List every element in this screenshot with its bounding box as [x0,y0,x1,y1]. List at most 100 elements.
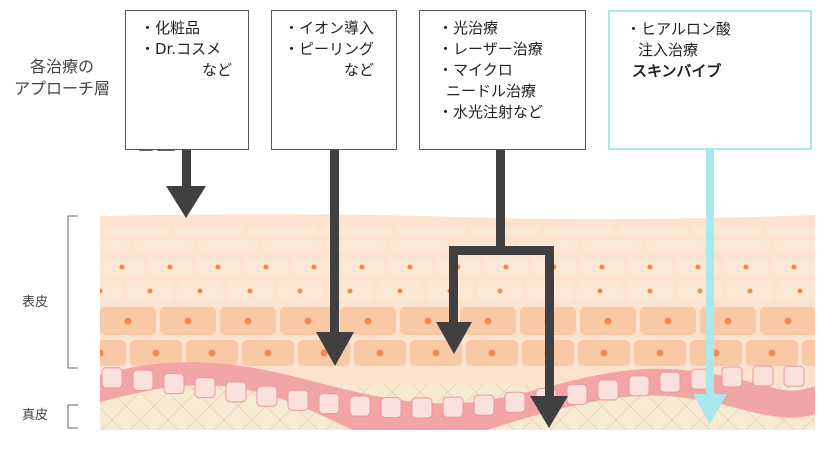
epidermis-cell [646,240,706,252]
cell-nucleus [407,264,413,270]
cell-nucleus [825,350,832,357]
cell-nucleus [247,288,253,294]
cell-nucleus [376,349,384,357]
layer-label-dermis: 真皮 [22,408,49,423]
box-skinvive-line-1: ・ヒアルロン酸 [626,20,731,38]
cell-nucleus [784,317,792,325]
epidermis-cell [134,240,194,252]
cell-nucleus [647,264,653,270]
cell-nucleus [215,264,221,270]
cell-nucleus [747,288,753,294]
side-title-line-2: アプローチ層 [13,79,110,98]
cell-nucleus [347,288,353,294]
cell-nucleus [712,349,720,357]
arrows [166,150,727,428]
basal-cell [287,389,309,411]
basal-cell [225,381,247,403]
box-light-line-4: ニードル治療 [446,82,537,100]
box-light-line-5: ・水光注射など [438,103,544,121]
box-light-line-3: ・マイクロ [438,61,513,79]
cell-nucleus [488,349,496,357]
epidermis-cell [100,281,123,301]
epidermis-cell [198,240,258,252]
cell-nucleus [124,317,132,325]
cell-nucleus [432,349,440,357]
layer-label-epidermis: 表皮 [22,295,49,310]
box-ion-line-3: など [344,61,375,79]
cell-nucleus [791,264,797,270]
cell-nucleus [119,264,125,270]
basal-cell [473,394,495,416]
cell-nucleus [297,288,303,294]
basal-cell [256,385,278,407]
cell-nucleus [497,288,503,294]
basal-cell [101,367,123,389]
epidermis-cell [326,240,386,252]
epidermis-cell [774,240,815,252]
cell-nucleus [743,264,749,270]
basal-cell [566,383,588,405]
cell-nucleus [503,264,509,270]
epidermis-bracket [67,215,78,369]
epidermis-cell [322,226,392,236]
epidermis-cell [827,281,837,301]
epidermis-cell [248,226,318,236]
box-ion: ・イオン導入 ・ピーリング など [271,10,397,150]
epidermis-cell [692,226,762,236]
cell-nucleus [647,288,653,294]
cell-nucleus [147,288,153,294]
basal-cell [132,369,154,391]
epidermis-cell [100,240,130,252]
box-ion-line-1: ・イオン導入 [284,19,375,37]
cell-nucleus [311,264,317,270]
epidermis-cell [390,240,450,252]
arrow-ion [316,150,354,366]
basal-cell [163,373,185,395]
basal-cell [318,393,340,415]
cell-nucleus [797,288,803,294]
box-cosmetics: ・化粧品 ・Dr.コスメ など [125,10,249,150]
epidermis-cell [802,340,815,366]
cell-nucleus [599,264,605,270]
cell-nucleus [600,349,608,357]
cell-nucleus [597,288,603,294]
box-skinvive-line-2: 注入治療 [638,41,699,59]
cell-nucleus [664,317,672,325]
cell-nucleus [100,288,103,294]
basal-cell [380,397,402,419]
epidermis-cell [766,226,815,236]
epidermis-cell [396,226,466,236]
basal-cell [194,377,216,399]
arrow-cosmetics [166,150,206,218]
cell-nucleus [167,264,173,270]
epidermis-cell [820,258,837,276]
basal-cell [411,397,433,419]
epidermis-cell [710,240,770,252]
side-title: 各治療の アプローチ層 [6,56,118,100]
cell-nucleus [320,349,328,357]
cell-nucleus [484,317,492,325]
box-skinvive-line-3: スキンバイブ [632,62,722,80]
arrow-skinvive [693,150,727,424]
side-title-line-1: 各治療の [29,57,94,76]
cell-nucleus [604,317,612,325]
arrow-light [436,150,568,428]
box-light: ・光治療 ・レーザー治療 ・マイクロ ニードル治療 ・水光注射など [419,10,586,150]
cell-nucleus [263,264,269,270]
epidermis-cell [544,226,614,236]
basal-cell [442,396,464,418]
box-cosmetics-line-3: など [202,61,233,79]
basal-cell [721,366,743,388]
cell-nucleus [208,349,216,357]
basal-cells [101,365,805,419]
box-light-line-1: ・光治療 [438,19,499,37]
cell-nucleus [656,349,664,357]
box-cosmetics-line-1: ・化粧品 [140,19,201,37]
epidermis-cell [618,226,688,236]
basal-cell [349,395,371,417]
epidermis-cell [100,226,170,236]
box-cosmetics-line-2: ・Dr.コスメ [140,40,222,58]
box-ion-line-2: ・ピーリング [284,40,375,58]
cell-nucleus [695,264,701,270]
